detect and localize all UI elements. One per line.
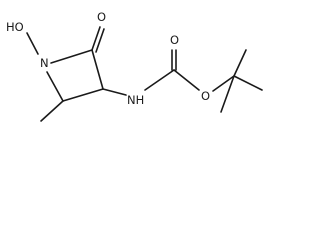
bond-ho-n (26, 32, 39, 55)
hydroxyl-label: HO (6, 20, 24, 34)
bond-c-quat-methyl-right (233, 75, 263, 91)
bond-c-quat-methyl-top (233, 49, 247, 77)
bond-n-c-carbonyl (50, 49, 93, 64)
amide-nh-label: NH (127, 93, 144, 107)
bond-c3-c4 (62, 88, 104, 102)
ring-nitrogen-label: N (40, 56, 49, 70)
bond-c4-methyl (40, 100, 64, 122)
chemical-structure: HO N O NH O O (6, 10, 263, 122)
bond-nh-c-carbamate (144, 69, 175, 91)
ester-oxygen-label: O (201, 89, 210, 103)
bond-o-ester-c-quat (212, 75, 235, 92)
carbamate-carbonyl-oxygen-label: O (170, 33, 179, 47)
bond-c-quat-methyl-bottom (220, 75, 235, 113)
bond-c-carbonyl-o-b (95, 28, 105, 53)
bond-c3-nh (102, 88, 127, 96)
bond-c-carbamate-o-ester (173, 69, 200, 91)
bond-c-carbonyl-o-a (91, 26, 101, 51)
ring-carbonyl-oxygen-label: O (97, 10, 106, 24)
bond-c4-n (46, 71, 64, 102)
bond-c-carbonyl-c3 (91, 49, 104, 90)
